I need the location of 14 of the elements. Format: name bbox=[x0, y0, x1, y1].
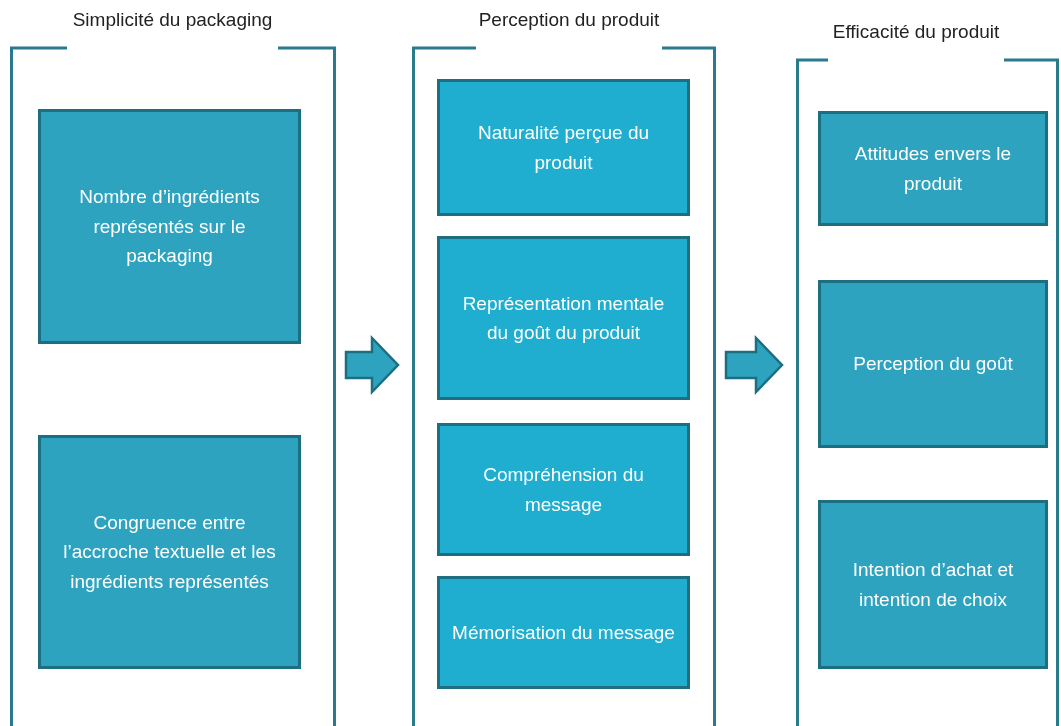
factor-box: Représentation mentale du goût du produit bbox=[437, 236, 690, 400]
factor-box: Compréhension du message bbox=[437, 423, 690, 556]
factor-box: Naturalité perçue du produit bbox=[437, 79, 690, 216]
factor-box: Intention d’achat et intention de choix bbox=[818, 500, 1048, 669]
factor-box: Attitudes envers le produit bbox=[818, 111, 1048, 226]
group-heading: Simplicité du packaging bbox=[71, 8, 274, 32]
group-heading: Efficacité du produit bbox=[831, 20, 1001, 44]
block-arrow bbox=[724, 334, 784, 396]
factor-box: Mémorisation du message bbox=[437, 576, 690, 689]
group-heading: Perception du produit bbox=[477, 8, 661, 32]
factor-box: Perception du goût bbox=[818, 280, 1048, 448]
factor-box: Congruence entre l’accroche textuelle et les ingrédients représentés bbox=[38, 435, 301, 669]
block-arrow bbox=[344, 334, 400, 396]
factor-box: Nombre d’ingrédients représentés sur le packaging bbox=[38, 109, 301, 344]
